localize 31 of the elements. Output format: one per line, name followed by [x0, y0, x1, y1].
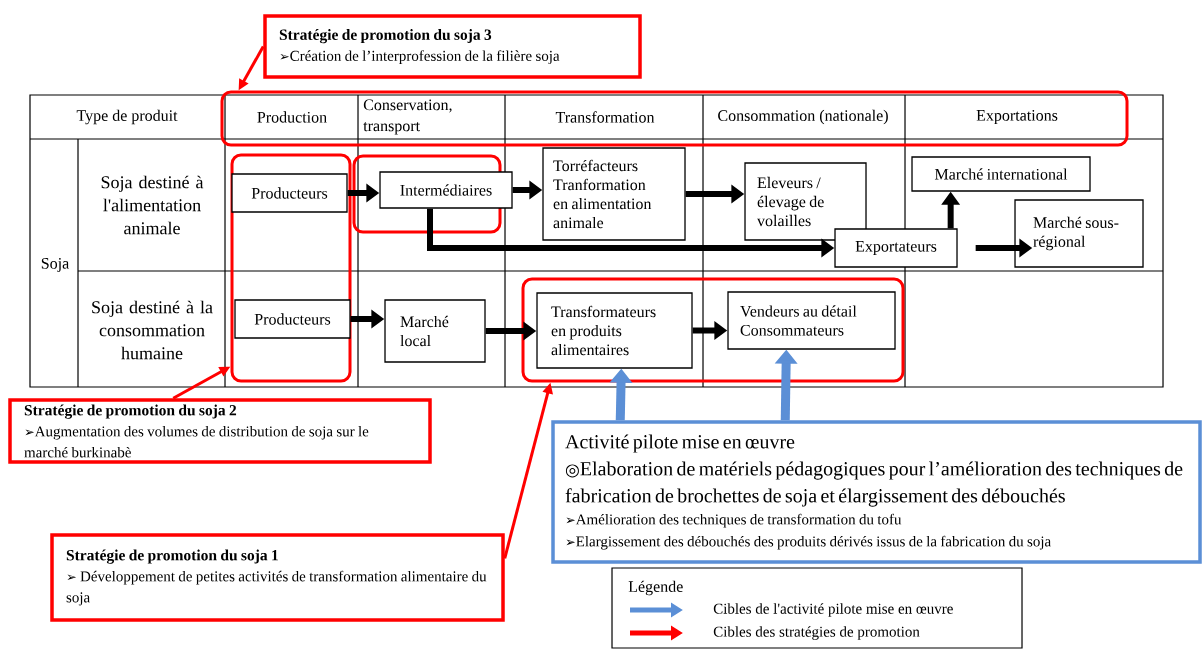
legend-label: Cibles des stratégies de promotion — [713, 626, 920, 640]
column-header: Transformation — [555, 111, 655, 123]
legend-label: Cibles de l'activité pilote mise en œuvre — [713, 603, 953, 617]
row-header: Soja destiné à l'alimentation animale — [101, 175, 204, 235]
column-header: Type de produit — [76, 109, 178, 125]
actor-box: Eleveurs / élevage de volailles — [744, 162, 867, 241]
column-header: Production — [257, 111, 327, 123]
actor-box: Marché local — [384, 299, 486, 363]
column-header: Exportations — [976, 110, 1058, 124]
strategy-callout-box: Stratégie de promotion du soja 1 ➢ Développement de petites activités de transformation alimentaire du soja — [50, 533, 505, 622]
actor-box: Vendeurs au détail Consommateurs — [727, 291, 896, 350]
actor-box: Marché international — [911, 156, 1091, 192]
highlight-frame — [230, 153, 352, 383]
row-header: Soja — [41, 258, 69, 272]
actor-box: Transformateurs en produits alimentaires — [536, 292, 693, 369]
actor-box: Producteurs — [234, 299, 351, 339]
highlight-frame — [352, 154, 502, 234]
actor-box: Intermédiaires — [379, 171, 513, 209]
actor-box: Torréfacteurs Tranformation en alimentation animale — [542, 147, 686, 241]
highlight-frame — [521, 277, 905, 383]
column-header: Conservation, transport — [363, 99, 452, 135]
actor-box: Exportateurs — [834, 228, 958, 268]
pilot-activity-box: Activité pilote mise en œuvre ◎Elaboration de matériels pédagogiques pour l’amélioration des techniques de fabrication de brochettes de soja et élargissement des débouchés ➢Amélioration des techniques de transformation du tofu ➢Elargissement des débouchés des produits dérivés issus de la fabrication du soja — [551, 420, 1202, 564]
actor-box: Producteurs — [231, 173, 348, 213]
legend-title: Légende — [628, 580, 683, 596]
strategy-callout-box: Stratégie de promotion du soja 2 ➢Augmentation des volumes de distribution de soja sur le marché burkinabè — [8, 398, 432, 464]
strategy-callout-box: Stratégie de promotion du soja 3 ➢Création de l’interprofession de la filière soja — [263, 14, 642, 79]
row-header: Soja destiné à la consommation humaine — [92, 300, 213, 360]
highlight-frame — [220, 90, 1129, 147]
actor-box: Marché sous-régional — [1014, 199, 1144, 268]
column-header: Consommation (nationale) — [718, 109, 888, 125]
